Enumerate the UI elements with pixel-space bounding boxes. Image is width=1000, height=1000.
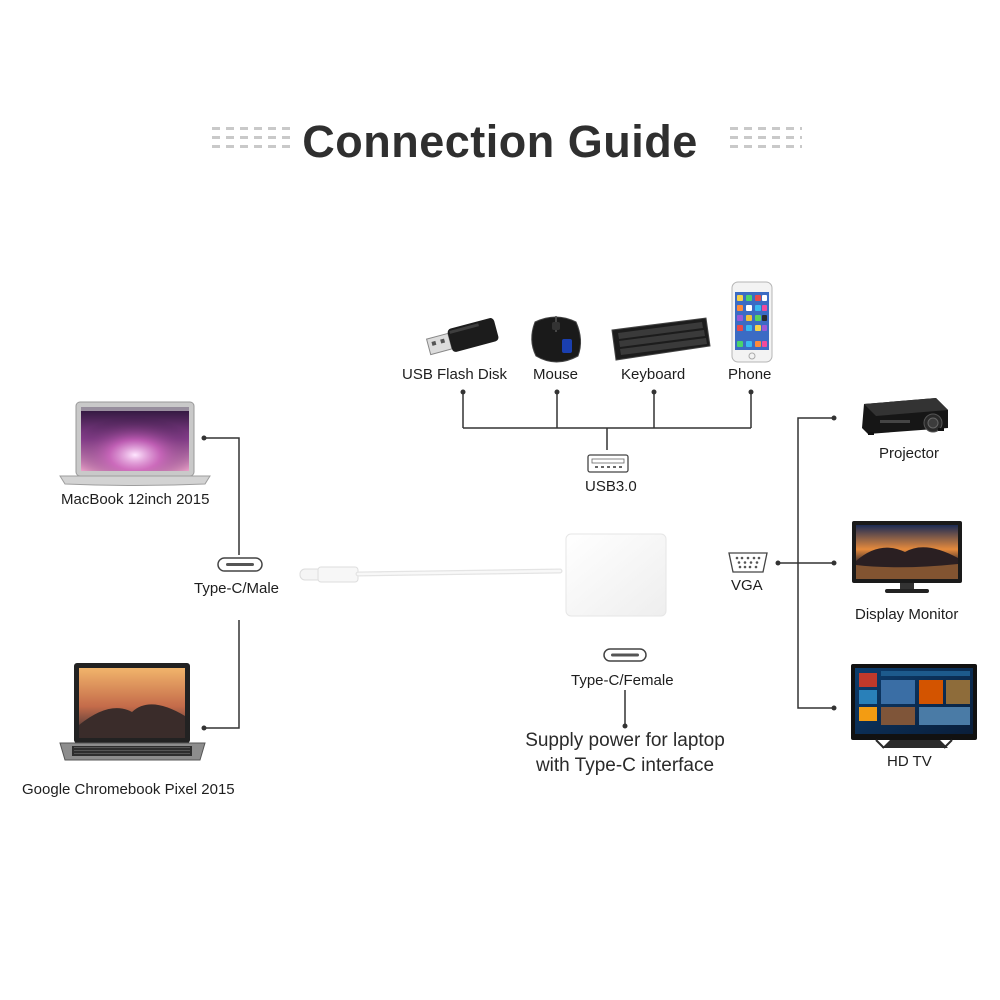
macbook-label: MacBook 12inch 2015 [61,491,210,508]
laptop-icon [59,401,211,486]
monitor-icon [852,521,962,593]
keyboard-label: Keyboard [621,366,686,383]
projector-label: Projector [879,445,940,462]
connector-dot [201,435,207,441]
display-monitor-label: Display Monitor [855,606,959,623]
mouse-label: Mouse [533,366,579,383]
power-note: Supply power for laptop with Type-C inte… [525,730,725,776]
connector-dot [201,725,207,731]
chromebook-label: Google Chromebook Pixel 2015 [22,781,235,798]
usb3-label: USB3.0 [585,478,637,495]
page-title: Connection Guide [302,116,698,167]
vga-port-icon [728,552,768,573]
keyboard-icon [611,317,711,361]
phone-icon [731,281,773,363]
usb-connector-lines [462,392,752,450]
chromebook-icon [59,663,206,761]
usb-flash-disk-label: USB Flash Disk [402,366,508,383]
type-c-male-label: Type-C/Male [194,580,280,597]
usb-port-icon [587,454,629,473]
adapter-hub-icon [299,533,667,617]
tv-icon [851,664,977,749]
type-c-female-label: Type-C/Female [571,672,674,689]
hd-tv-label: HD TV [887,753,932,770]
left-connector-lines [204,437,240,729]
vga-label: VGA [731,577,763,594]
mouse-icon [531,316,582,363]
vga-connector-lines [778,417,834,709]
title-dashes-right [730,127,802,154]
phone-label: Phone [728,366,772,383]
usb-flash-disk-icon [425,318,499,356]
title-dashes-left [212,127,290,154]
projector-icon [862,398,948,435]
